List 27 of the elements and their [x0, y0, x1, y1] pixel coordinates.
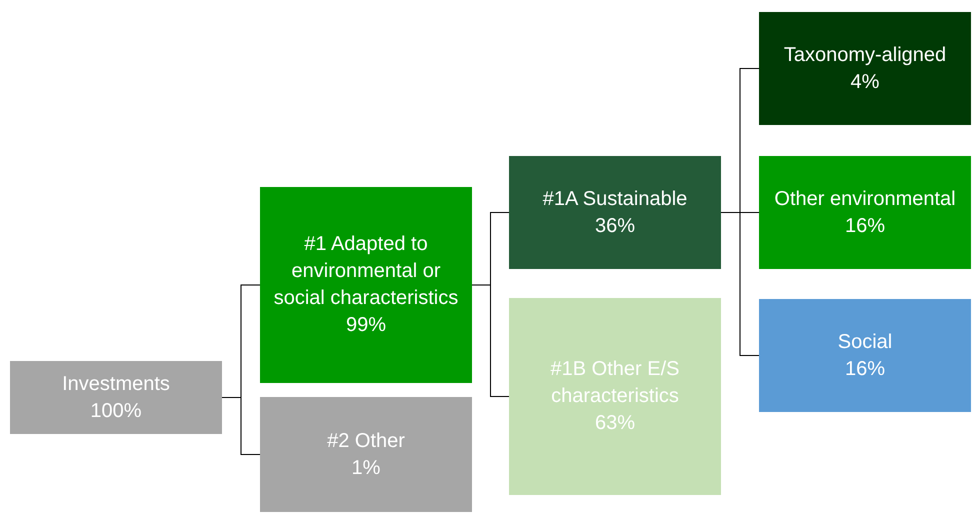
connector-line	[222, 397, 260, 455]
category-label: Other environmental	[774, 186, 956, 212]
category-label: Taxonomy-aligned	[784, 42, 946, 68]
category-label: #1A Sustainable	[542, 186, 688, 212]
connector-line	[472, 284, 510, 397]
category-box	[10, 361, 222, 434]
percentage-label: 16%	[844, 356, 886, 382]
category-box	[509, 156, 721, 269]
percentage-label: 100%	[90, 398, 142, 424]
category-label: #1 Adapted to environmental or social characteristics	[272, 232, 460, 311]
category-label: #2 Other	[327, 428, 405, 454]
connector-line	[720, 212, 760, 356]
category-box	[759, 12, 971, 125]
category-box	[260, 397, 472, 512]
category-box	[260, 187, 472, 383]
category-box	[759, 156, 971, 269]
percentage-label: 36%	[594, 214, 636, 238]
percentage-label: 16%	[844, 214, 886, 238]
category-box	[759, 299, 971, 412]
category-box	[509, 298, 721, 495]
percentage-label: 99%	[346, 313, 386, 338]
category-label: Investments	[62, 372, 170, 396]
category-label: Social	[838, 330, 892, 354]
percentage-label: 1%	[352, 456, 380, 480]
category-label: #1B Other E/S characteristics	[550, 357, 680, 409]
percentage-label: 4%	[850, 70, 880, 94]
percentage-label: 63%	[594, 411, 636, 436]
